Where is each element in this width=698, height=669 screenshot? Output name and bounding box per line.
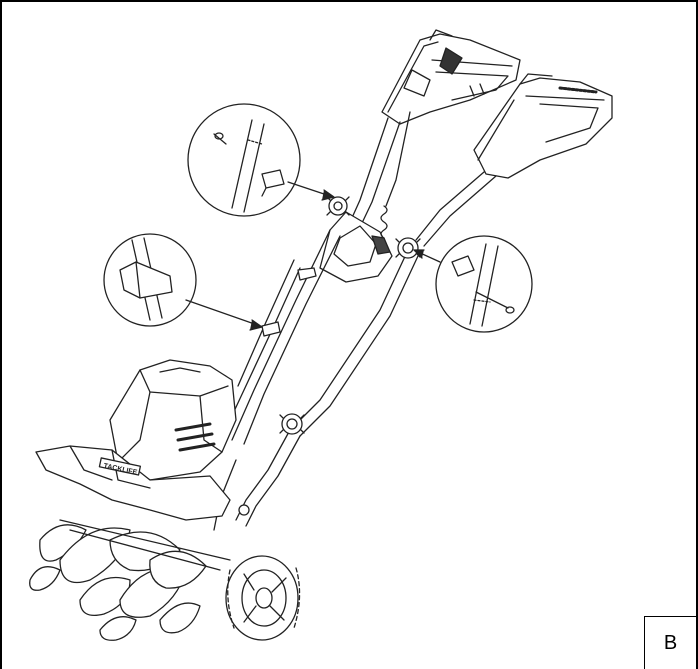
cable-clips — [261, 267, 317, 337]
figure-label: B — [644, 616, 696, 669]
right-handle-grip — [473, 73, 613, 179]
tines — [29, 519, 231, 641]
knob-upper-right — [395, 237, 421, 259]
handle-tubes — [213, 111, 497, 531]
knob-upper-left — [326, 196, 350, 216]
callout-pin-clip-left — [187, 103, 335, 217]
adjustment-knobs — [214, 196, 421, 435]
knob-lower — [279, 413, 305, 435]
wheel — [225, 504, 301, 641]
callout-pin-clip-right — [413, 235, 533, 333]
left-handle-grip — [381, 29, 521, 125]
tine-shield — [35, 445, 231, 521]
motor-housing — [109, 359, 237, 481]
callout-cable-clip — [103, 233, 263, 331]
